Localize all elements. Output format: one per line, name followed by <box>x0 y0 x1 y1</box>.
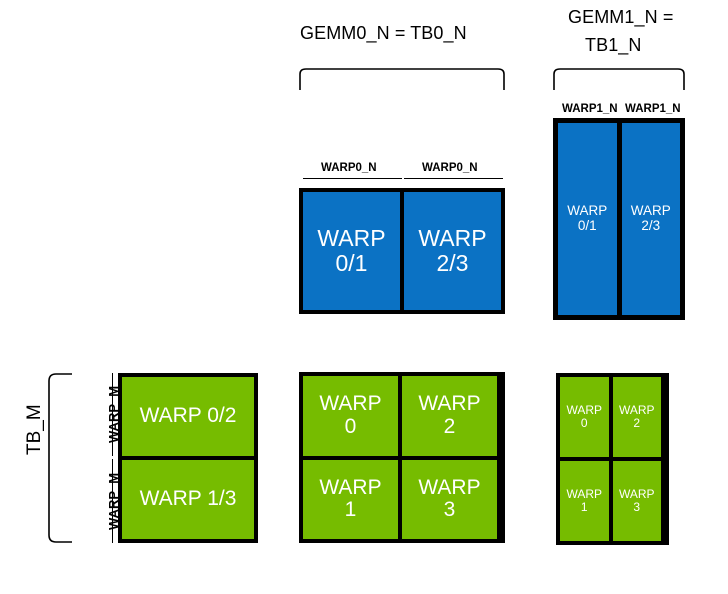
cell-blue-center-0[interactable]: WARP 0/1 <box>303 192 400 310</box>
cell-line2: 0 <box>580 416 588 430</box>
cell-line1: WARP <box>317 225 386 252</box>
cell-line2: 2/3 <box>641 218 661 233</box>
cell-line2: 0/1 <box>335 250 368 276</box>
rule-warp0-n-right <box>404 178 503 179</box>
title-gemm0: GEMM0_N = TB0_N <box>300 23 467 43</box>
label-tb-m: TB_M <box>24 404 45 455</box>
cell-line1: WARP <box>418 225 487 252</box>
cell-green-right-0[interactable]: WARP 0 <box>560 377 609 457</box>
cell-green-left-0[interactable]: WARP 0/2 <box>122 377 254 456</box>
cell-line2: 2 <box>443 414 456 438</box>
cell-green-right-2[interactable]: WARP 1 <box>560 461 609 541</box>
cell-line2: 1 <box>580 500 588 514</box>
brace-tb-m <box>46 373 72 543</box>
cell-blue-center-1[interactable]: WARP 2/3 <box>404 192 501 310</box>
rule-warp-m-bottom <box>112 459 113 543</box>
cell-green-center-3[interactable]: WARP 3 <box>402 459 497 539</box>
cell-line1: WARP <box>630 203 671 219</box>
cell-line1: WARP <box>319 475 382 499</box>
group-green-right: WARP 0 WARP 2 WARP 1 WARP 3 <box>556 373 669 545</box>
cell-line1: WARP 1/3 <box>139 487 237 511</box>
cell-line1: WARP <box>618 403 655 418</box>
cell-green-left-1[interactable]: WARP 1/3 <box>122 460 254 539</box>
rule-warp0-n-left <box>303 178 402 179</box>
group-blue-right: WARP 0/1 WARP 2/3 <box>553 118 685 320</box>
label-warp0-n-right: WARP0_N <box>422 162 478 174</box>
cell-green-right-1[interactable]: WARP 2 <box>612 377 661 457</box>
cell-line1: WARP <box>566 403 603 418</box>
cell-line2: 3 <box>633 500 641 514</box>
label-warp1-n-left: WARP1_N <box>562 103 618 115</box>
cell-line2: 0 <box>344 414 357 438</box>
cell-line1: WARP <box>319 392 382 416</box>
title-gemm1-line2: TB1_N <box>585 35 642 55</box>
group-green-left: WARP 0/2 WARP 1/3 <box>118 373 258 543</box>
cell-line1: WARP 0/2 <box>139 404 237 428</box>
cell-line2: 2 <box>633 416 641 430</box>
cell-line1: WARP <box>618 487 655 502</box>
cell-blue-right-1[interactable]: WARP 2/3 <box>621 123 680 315</box>
cell-line2: 1 <box>344 498 357 522</box>
title-gemm1-line1: GEMM1_N = <box>568 7 674 27</box>
label-warp1-n-right: WARP1_N <box>625 103 681 115</box>
cell-line2: 2/3 <box>436 250 469 276</box>
brace-gemm1 <box>553 66 685 90</box>
cell-green-right-3[interactable]: WARP 3 <box>612 461 661 541</box>
cell-green-center-1[interactable]: WARP 2 <box>402 376 497 456</box>
cell-line2: 0/1 <box>577 218 597 233</box>
cell-line1: WARP <box>566 487 603 502</box>
label-warp0-n-left: WARP0_N <box>321 162 377 174</box>
brace-gemm0 <box>299 66 505 90</box>
cell-green-center-2[interactable]: WARP 1 <box>303 459 398 539</box>
cell-line1: WARP <box>418 475 481 499</box>
rule-warp-m-top <box>112 373 113 456</box>
cell-blue-right-0[interactable]: WARP 0/1 <box>558 123 617 315</box>
cell-line1: WARP <box>418 392 481 416</box>
cell-line1: WARP <box>567 203 608 219</box>
group-green-center: WARP 0 WARP 2 WARP 1 WARP 3 <box>299 372 505 543</box>
cell-line2: 3 <box>443 498 456 522</box>
cell-green-center-0[interactable]: WARP 0 <box>303 376 398 456</box>
group-blue-center: WARP 0/1 WARP 2/3 <box>299 188 505 314</box>
